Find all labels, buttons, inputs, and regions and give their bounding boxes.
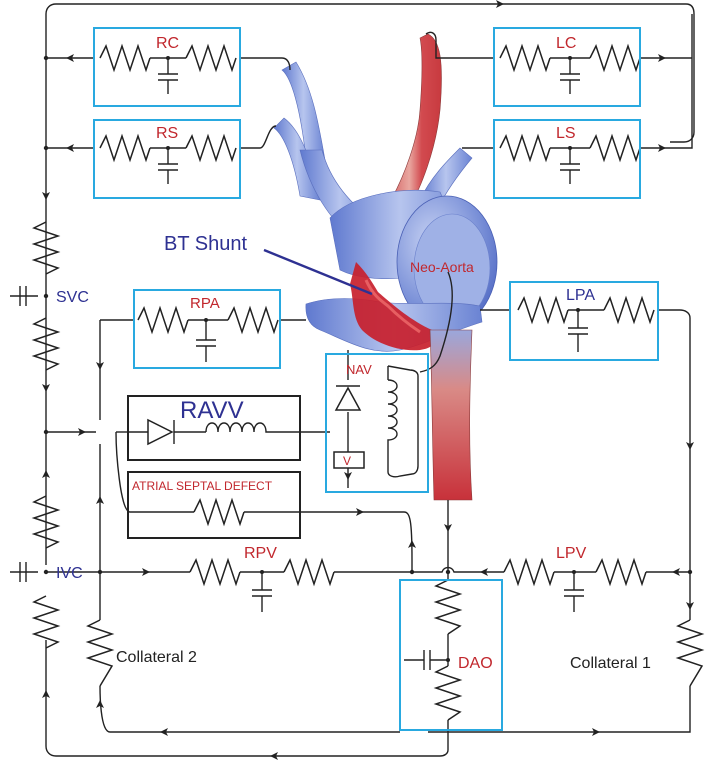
collateral2-label: Collateral 2: [116, 649, 197, 666]
circuit-wires: [10, 3, 695, 757]
capacitors: [19, 58, 588, 670]
ravv-box: [127, 395, 301, 461]
collateral1-label: Collateral 1: [570, 655, 651, 672]
dao-label: DAO: [458, 655, 493, 672]
junction-dots: [43, 55, 693, 662]
rs-box: [93, 119, 241, 199]
rc-box: [93, 27, 241, 107]
asd-label: ATRIAL SEPTAL DEFECT: [132, 479, 273, 493]
nav-box: [325, 353, 429, 493]
ls-label: LS: [556, 125, 576, 142]
lpv-label: LPV: [556, 545, 587, 562]
bt-shunt-pointer: [263, 248, 373, 296]
rs-label: RS: [156, 125, 178, 142]
ivc-label: IVC: [56, 565, 83, 582]
dao-box: [399, 579, 503, 731]
nav-valve-components: [333, 379, 398, 469]
lc-box: [493, 27, 641, 107]
rpa-box: [133, 289, 281, 369]
ls-box: [493, 119, 641, 199]
ravv-label: RAVV: [180, 397, 244, 424]
vessel-3d-model: [273, 33, 498, 501]
lc-label: LC: [556, 35, 576, 52]
v-label: V: [343, 454, 351, 468]
component-boxes: [93, 27, 659, 731]
rpa-label: RPA: [190, 295, 220, 312]
bt-shunt-label: BT Shunt: [164, 233, 247, 255]
svc-label: SVC: [56, 289, 89, 306]
rpv-label: RPV: [244, 545, 277, 562]
neo-aorta-label: Neo-Aorta: [410, 259, 474, 275]
resistors: [31, 43, 705, 721]
nav-label: NAV: [346, 362, 372, 377]
labels: RC RS LC LS BT Shunt Neo-Aorta SVC RPA L…: [56, 35, 651, 672]
rc-label: RC: [156, 35, 179, 52]
ravv-valve-components: [128, 418, 300, 446]
lpa-label: LPA: [566, 287, 595, 304]
lpa-box: [509, 281, 659, 361]
asd-box: [127, 471, 301, 539]
flow-arrows: [42, 0, 694, 760]
